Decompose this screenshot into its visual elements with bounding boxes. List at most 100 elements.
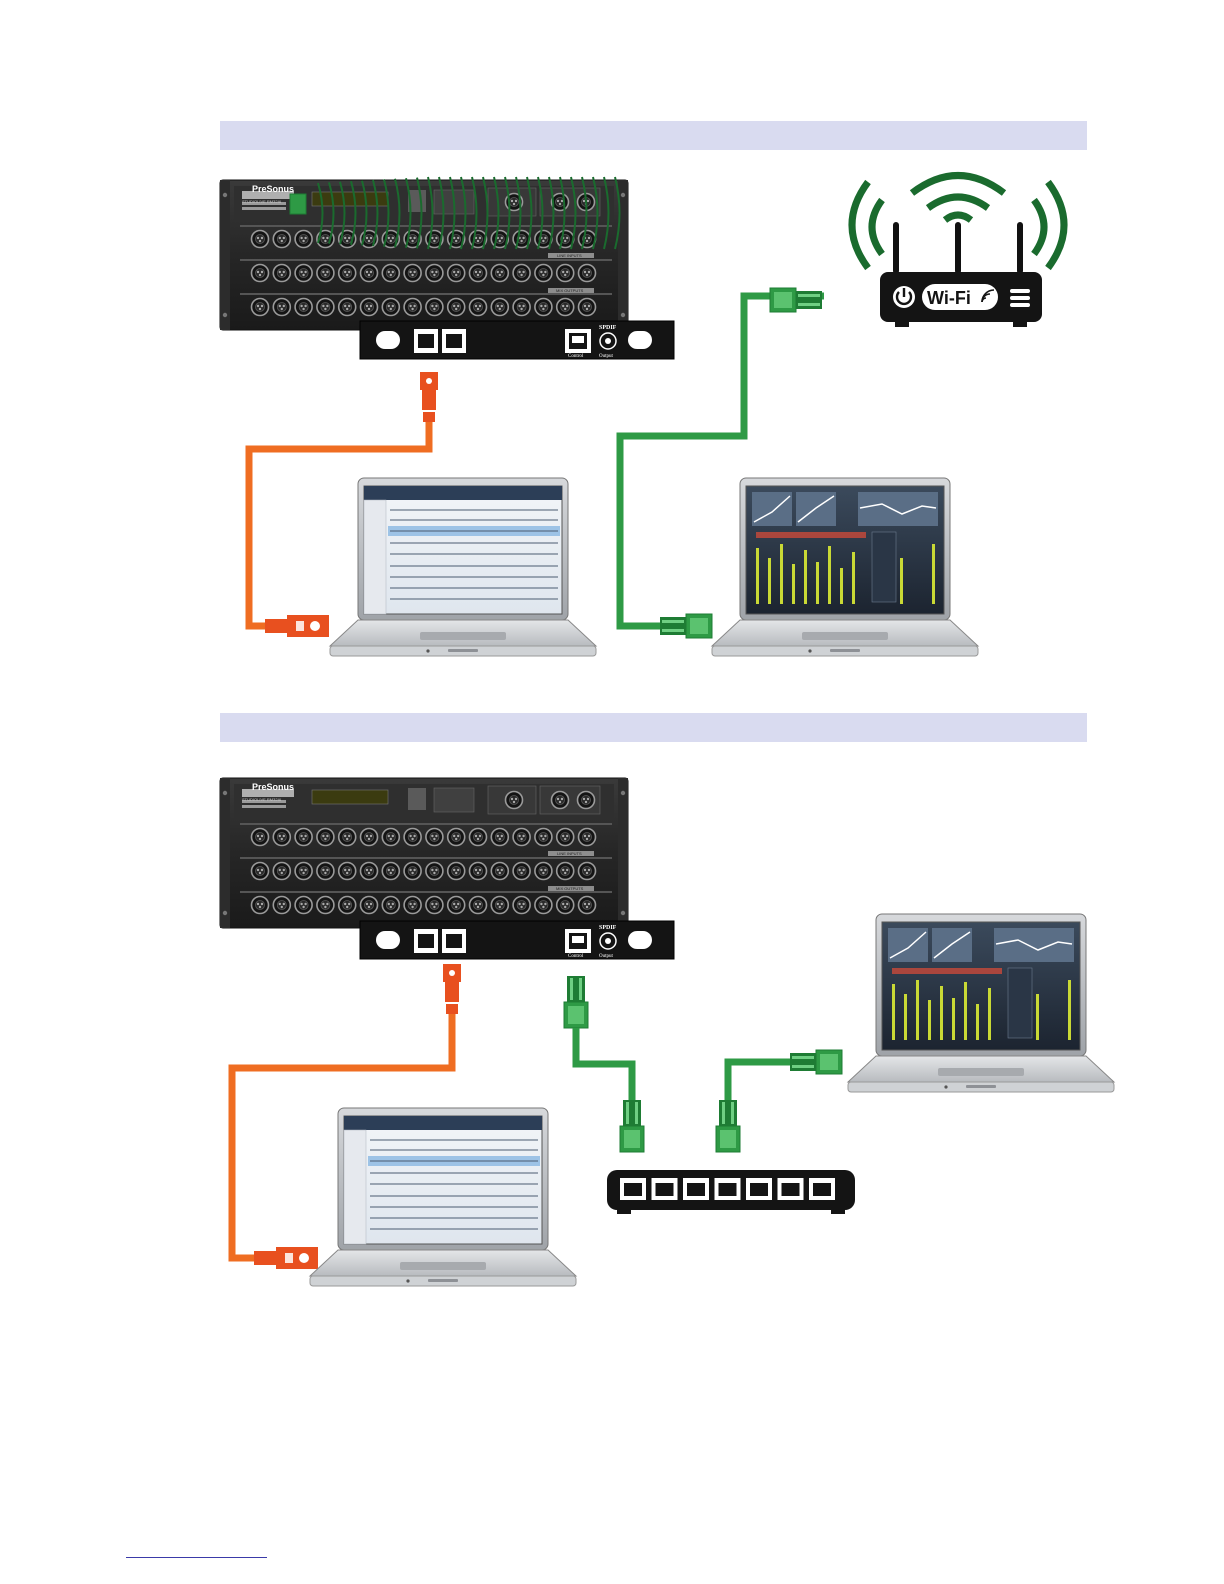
ethernet-switch-diagram: PreSonus STUDIOLIVE RM32AI LINE INPUTS M… xyxy=(220,778,1114,1286)
xlr-jack xyxy=(273,897,290,914)
firewire-icon xyxy=(254,1247,318,1269)
xlr-jack xyxy=(317,863,334,880)
xlr-jack xyxy=(295,265,312,282)
ethernet-port-socket xyxy=(719,1183,737,1196)
xlr-jack xyxy=(535,897,552,914)
ethernet-port-socket xyxy=(782,1183,800,1196)
rack-line-inputs-bottom: LINE INPUTS xyxy=(557,851,582,856)
wifi-dongle xyxy=(290,194,306,214)
xlr-jack xyxy=(579,863,596,880)
card-control-top: Control xyxy=(568,354,584,359)
xlr-jack xyxy=(382,897,399,914)
firewire-connector-top xyxy=(420,372,438,422)
xlr-jack xyxy=(339,897,356,914)
xlr-jack xyxy=(295,897,312,914)
firewire-icon xyxy=(265,615,329,637)
xlr-jack xyxy=(513,897,530,914)
xlr-jack xyxy=(404,863,421,880)
rack-model-bottom: STUDIOLIVE RM32AI xyxy=(242,797,281,802)
option-card-top xyxy=(360,321,674,359)
xlr-jack xyxy=(426,299,443,316)
xlr-jack xyxy=(513,265,530,282)
xlr-jack xyxy=(361,265,378,282)
xlr-jack xyxy=(426,265,443,282)
xlr-jack xyxy=(513,299,530,316)
card-control-bottom: Control xyxy=(568,954,584,959)
xlr-jack xyxy=(252,863,269,880)
xlr-jack xyxy=(317,265,334,282)
firewire-connector-bottom xyxy=(443,964,461,1014)
xlr-jack xyxy=(491,829,508,846)
ethernet-plug-card xyxy=(564,976,588,1028)
rack-brand-bottom: PreSonus xyxy=(252,782,294,792)
xlr-jack xyxy=(557,829,574,846)
xlr-jack xyxy=(491,863,508,880)
xlr-jack xyxy=(317,299,334,316)
laptop-daw-top xyxy=(330,478,596,656)
xlr-jack xyxy=(448,265,465,282)
xlr-jack xyxy=(404,897,421,914)
xlr-jack xyxy=(426,829,443,846)
xlr-jack xyxy=(252,299,269,316)
laptop-daw-bottom xyxy=(310,1108,576,1286)
xlr-jack xyxy=(295,299,312,316)
xlr-jack xyxy=(470,897,487,914)
card-output-top: Output xyxy=(599,354,614,359)
xlr-jack xyxy=(535,265,552,282)
rack-model-top: STUDIOLIVE RM32AI xyxy=(242,199,281,204)
card-port1-bottom: S800 xyxy=(417,928,432,936)
xlr-jack xyxy=(513,829,530,846)
card-spdif-bottom: SPDIF xyxy=(599,925,617,931)
laptop-mixer-top xyxy=(712,478,978,656)
xlr-jack xyxy=(295,231,312,248)
xlr-jack xyxy=(252,231,269,248)
xlr-jack xyxy=(361,863,378,880)
router-label: Wi-Fi xyxy=(927,288,971,308)
xlr-jack xyxy=(339,265,356,282)
xlr-jack xyxy=(557,897,574,914)
xlr-jack xyxy=(404,829,421,846)
xlr-jack xyxy=(448,299,465,316)
ethernet-plug-laptop xyxy=(790,1050,842,1074)
xlr-jack xyxy=(382,265,399,282)
ethernet-port-socket xyxy=(750,1183,768,1196)
rack-brand-top: PreSonus xyxy=(252,184,294,194)
ethernet-cable-switch-a xyxy=(576,1028,632,1100)
xlr-jack xyxy=(273,231,290,248)
footnote-rule xyxy=(126,1557,267,1558)
ethernet-port-socket xyxy=(624,1183,642,1196)
xlr-jack xyxy=(513,863,530,880)
ethernet-plug-switch-a xyxy=(620,1100,644,1152)
ethernet-port-socket xyxy=(656,1183,674,1196)
xlr-jack xyxy=(491,897,508,914)
xlr-jack xyxy=(382,829,399,846)
xlr-jack xyxy=(557,265,574,282)
card-output-bottom: Output xyxy=(599,954,614,959)
rack-mix-outputs-bottom: MIX OUTPUTS xyxy=(556,886,584,891)
xlr-jack xyxy=(470,299,487,316)
xlr-jack xyxy=(557,863,574,880)
xlr-jack xyxy=(404,299,421,316)
xlr-jack xyxy=(426,897,443,914)
xlr-jack xyxy=(491,265,508,282)
xlr-jack xyxy=(491,299,508,316)
rack-mix-outputs-top: MIX OUTPUTS xyxy=(556,288,584,293)
xlr-jack xyxy=(535,829,552,846)
xlr-jack xyxy=(470,265,487,282)
xlr-jack xyxy=(557,299,574,316)
card-port2-top: S800 xyxy=(445,328,460,336)
xlr-jack xyxy=(382,863,399,880)
xlr-jack xyxy=(273,265,290,282)
xlr-jack xyxy=(579,897,596,914)
xlr-jack xyxy=(361,897,378,914)
xlr-jack xyxy=(448,863,465,880)
laptop-mixer-bottom xyxy=(848,914,1114,1092)
xlr-jack xyxy=(339,863,356,880)
ethernet-plug-top xyxy=(660,614,712,638)
xlr-jack xyxy=(273,299,290,316)
xlr-jack xyxy=(448,897,465,914)
xlr-jack xyxy=(252,897,269,914)
xlr-jack xyxy=(317,897,334,914)
xlr-jack xyxy=(470,863,487,880)
xlr-jack xyxy=(448,829,465,846)
